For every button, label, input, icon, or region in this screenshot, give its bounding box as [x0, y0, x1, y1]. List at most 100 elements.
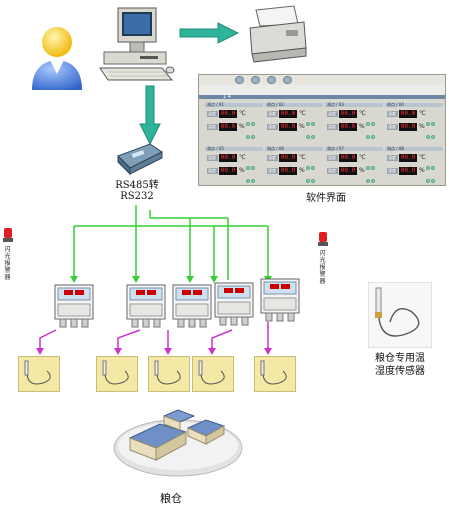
temp-unit: ℃	[419, 154, 426, 161]
row-label: 湿度	[387, 168, 398, 174]
temperature-display: 00.0	[339, 154, 357, 162]
temp-unit: ℃	[299, 154, 306, 161]
monitor-title: 测点 / 02	[265, 102, 323, 107]
humidity-display: 00.0	[399, 123, 417, 131]
status-leds	[306, 168, 318, 183]
printer-icon	[249, 5, 307, 63]
status-leds	[366, 124, 378, 139]
granary-label: 粮仓	[160, 492, 182, 505]
status-leds	[246, 168, 258, 183]
temp-unit: ℃	[239, 110, 246, 117]
transmitter-icon	[126, 284, 166, 328]
sensor-caption: 粮仓专用温 湿度传感器	[375, 353, 425, 377]
transmitter-icon	[54, 284, 94, 328]
row-label: 湿度	[267, 124, 278, 130]
status-leds	[306, 111, 318, 126]
sensor-icon	[96, 356, 138, 392]
row-label: 湿度	[207, 124, 218, 130]
monitor-title: 测点 / 07	[325, 146, 383, 151]
software-ui-label: 软件界面	[306, 193, 346, 204]
row-label: 温度	[387, 155, 398, 161]
humidity-display: 00.0	[219, 123, 237, 131]
humidity-display: 00.0	[279, 167, 297, 175]
sensor-icon	[148, 356, 190, 392]
temp-unit: ℃	[239, 154, 246, 161]
row-label: 湿度	[267, 168, 278, 174]
status-leds	[306, 124, 318, 139]
status-leds	[366, 168, 378, 183]
monitor-title: 测点 / 03	[325, 102, 383, 107]
status-leds	[426, 111, 438, 126]
sensor-icon	[18, 356, 60, 392]
transmitter-icon	[260, 278, 300, 322]
hum-unit: %	[299, 167, 305, 174]
row-label: 温度	[267, 111, 278, 117]
temp-unit: ℃	[419, 110, 426, 117]
temp-unit: ℃	[359, 110, 366, 117]
row-label: 温度	[327, 155, 338, 161]
sensor-photo	[368, 282, 432, 348]
computer-icon	[99, 7, 175, 81]
monitor-title: 测点 / 06	[265, 146, 323, 151]
temp-unit: ℃	[299, 110, 306, 117]
monitor-title: 测点 / 01	[205, 102, 263, 107]
temperature-display: 00.0	[399, 110, 417, 118]
temperature-display: 00.0	[279, 154, 297, 162]
monitor-title: 测点 / 08	[385, 146, 443, 151]
alarm-label-left: 闪光报警器	[4, 246, 11, 281]
status-leds	[246, 124, 258, 139]
temperature-display: 00.0	[279, 110, 297, 118]
humidity-display: 00.0	[279, 123, 297, 131]
monitor-title: 测点 / 05	[205, 146, 263, 151]
granary-icon	[113, 409, 243, 477]
converter-icon	[117, 143, 163, 176]
status-leds	[426, 155, 438, 170]
status-leds	[366, 111, 378, 126]
row-label: 湿度	[327, 168, 338, 174]
temperature-display: 00.0	[399, 154, 417, 162]
hum-unit: %	[419, 167, 425, 174]
status-leds	[306, 155, 318, 170]
alarm-light-icon	[318, 232, 328, 246]
status-leds	[246, 155, 258, 170]
row-label: 温度	[327, 111, 338, 117]
alarm-light-icon	[3, 228, 13, 242]
row-label: 温度	[387, 111, 398, 117]
temperature-display: 00.0	[339, 110, 357, 118]
hum-unit: %	[359, 167, 365, 174]
converter-label: RS485转 RS232	[115, 180, 159, 202]
monitor-title: 测点 / 04	[385, 102, 443, 107]
alarm-label-right: 闪光报警器	[319, 250, 326, 285]
user-icon	[32, 27, 82, 90]
hum-unit: %	[299, 123, 305, 130]
temperature-display: 00.0	[219, 154, 237, 162]
row-label: 温度	[267, 155, 278, 161]
row-label: 温度	[207, 155, 218, 161]
humidity-display: 00.0	[339, 123, 357, 131]
humidity-display: 00.0	[399, 167, 417, 175]
row-label: 湿度	[327, 124, 338, 130]
transmitter-icon	[214, 282, 254, 326]
hum-unit: %	[239, 123, 245, 130]
status-leds	[246, 111, 258, 126]
row-label: 湿度	[387, 124, 398, 130]
hum-unit: %	[239, 167, 245, 174]
arrow-icon	[179, 22, 240, 44]
status-leds	[426, 168, 438, 183]
temperature-display: 00.0	[219, 110, 237, 118]
status-leds	[426, 124, 438, 139]
hum-unit: %	[359, 123, 365, 130]
row-label: 湿度	[207, 168, 218, 174]
temp-unit: ℃	[359, 154, 366, 161]
humidity-display: 00.0	[339, 167, 357, 175]
software-tab-band: 1 4	[199, 94, 445, 100]
